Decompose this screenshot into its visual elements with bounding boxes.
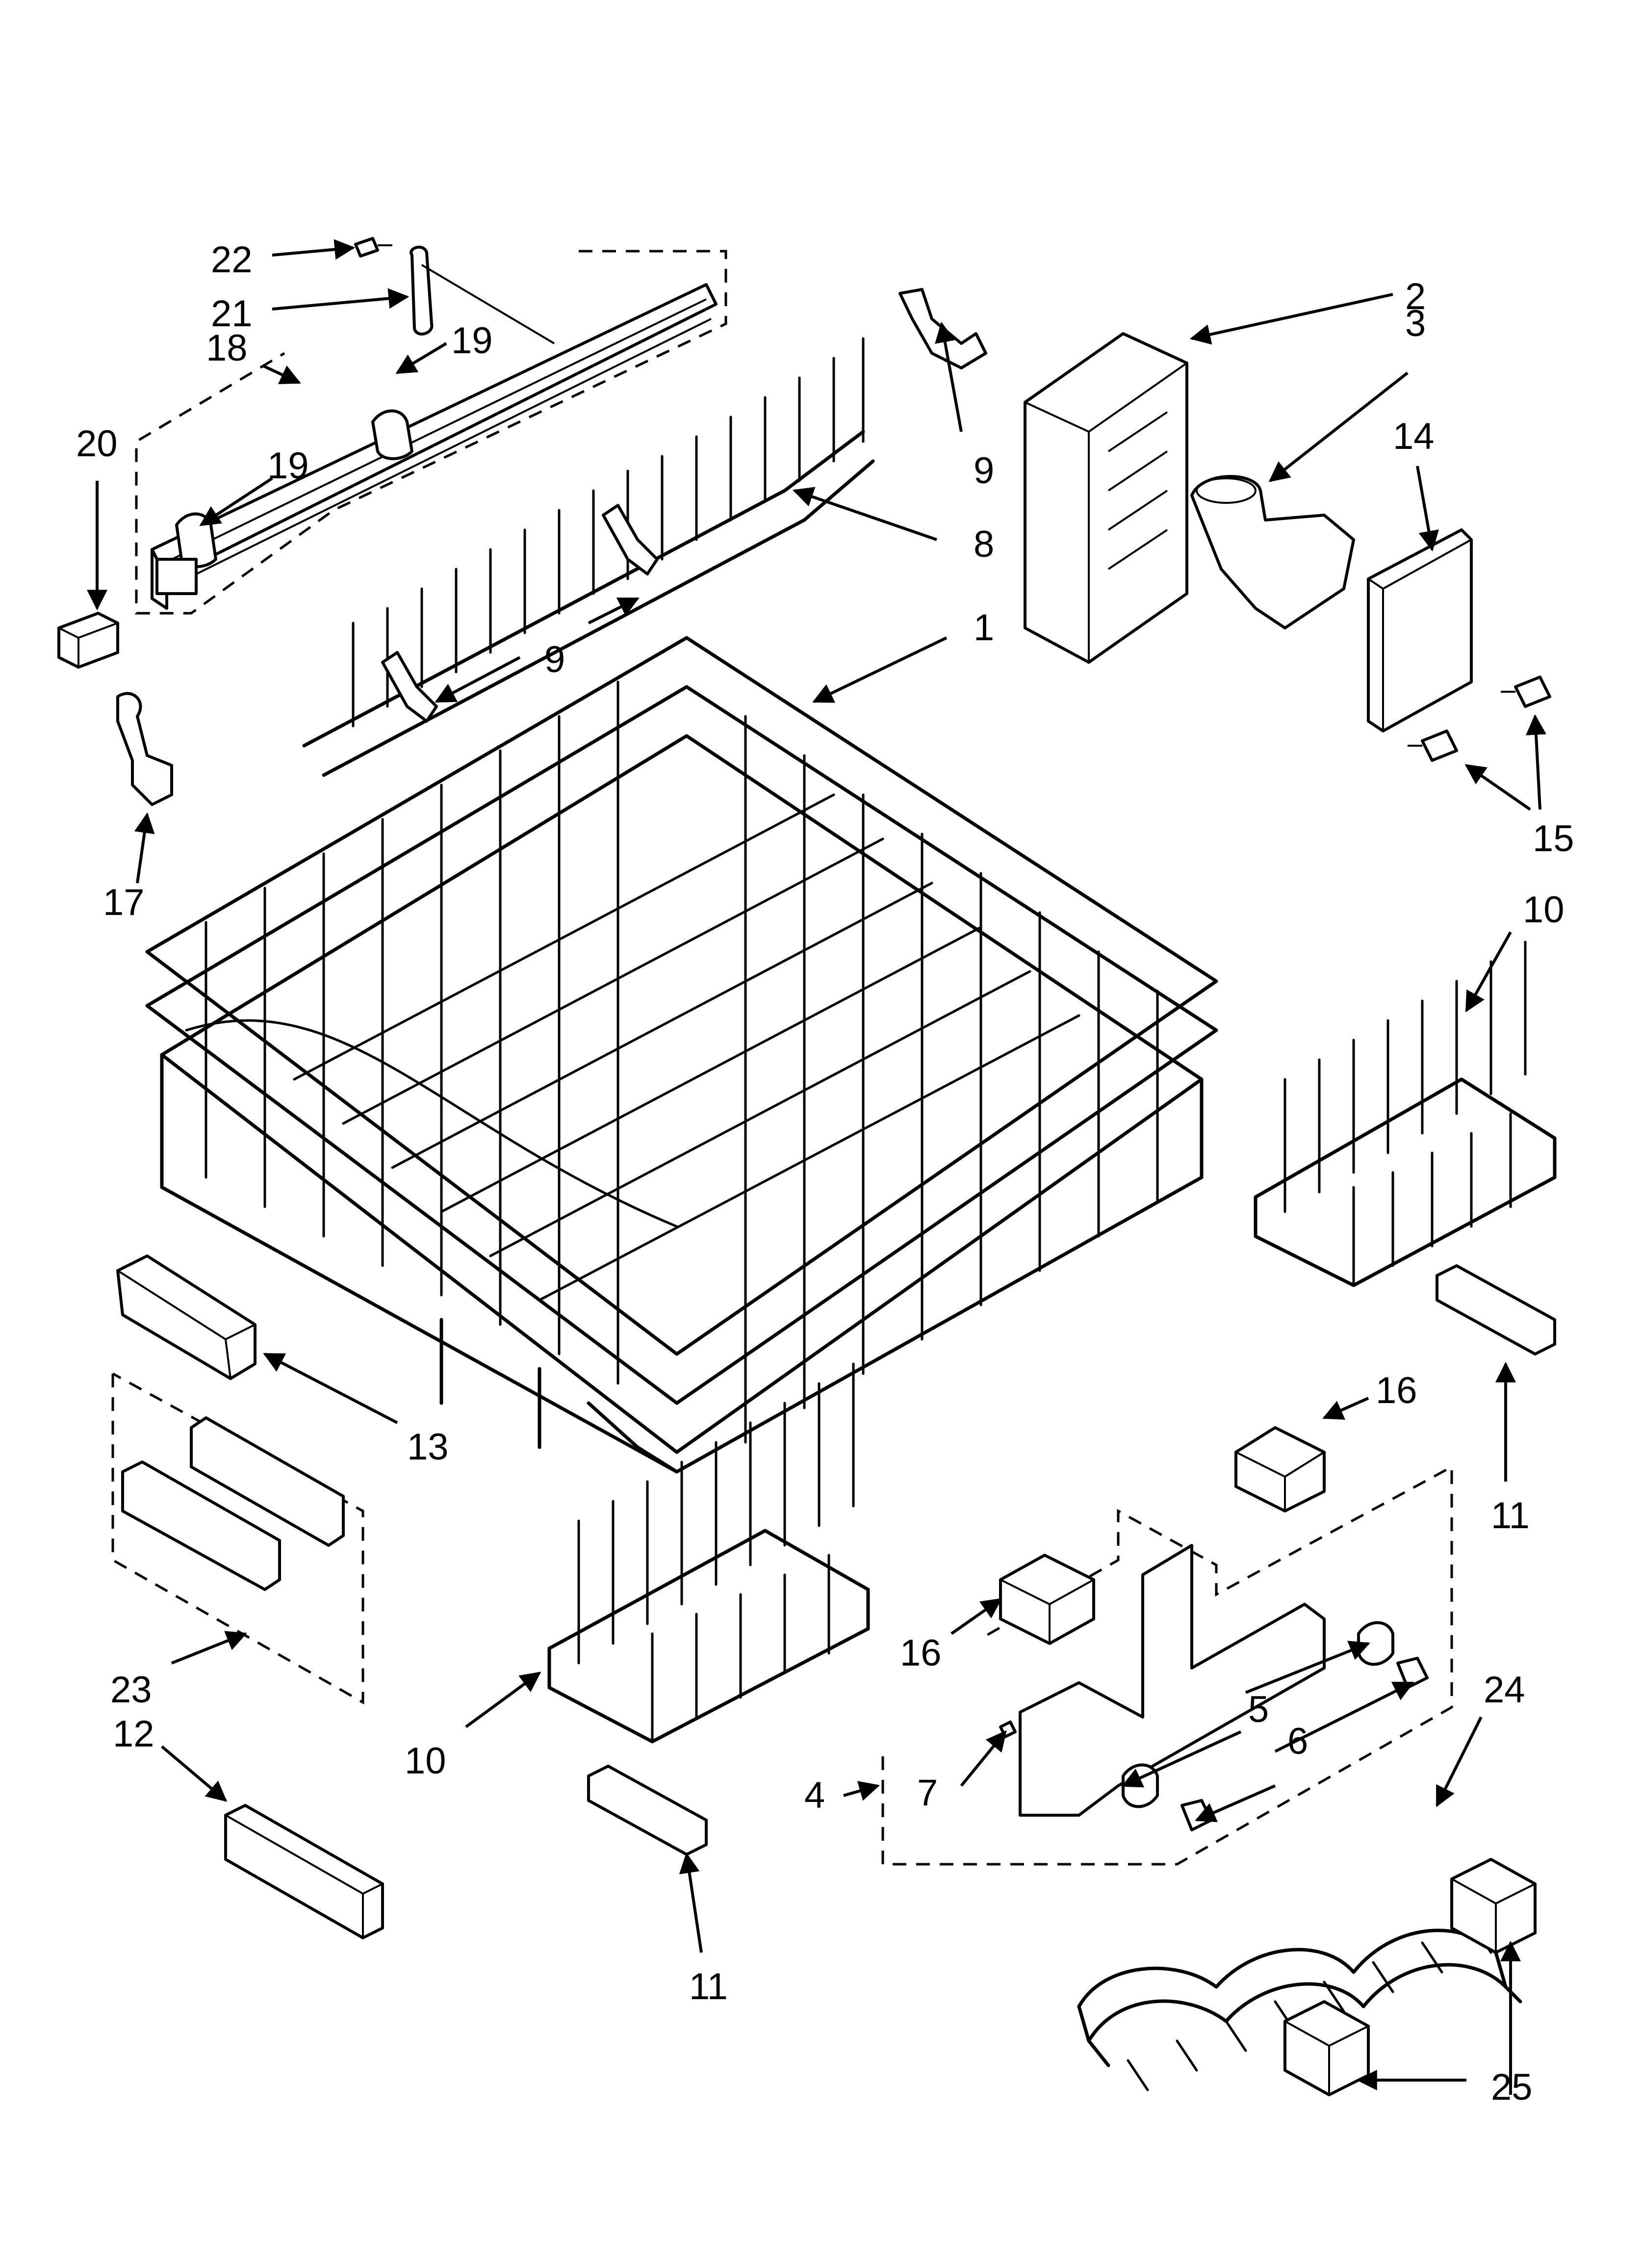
clip-12: [224, 1804, 384, 1939]
callout-4: 4: [804, 1774, 825, 1816]
callout-labels: 22 21 18 19 19 20 9 8 9 1 2 3 14 15 17 1…: [76, 239, 1574, 2108]
tine-assembly-24: [1077, 1922, 1522, 2091]
callout-9-middle: 9: [544, 639, 565, 680]
tine-row-10-left: [547, 1362, 870, 1744]
adjuster-3: [1190, 475, 1355, 629]
callout-15: 15: [1533, 818, 1574, 860]
screw-15-a: [1501, 676, 1551, 708]
callout-9-top: 9: [974, 450, 994, 492]
callout-2: 2: [1405, 276, 1426, 317]
callout-19-top: 19: [451, 320, 493, 362]
leader-lines: [87, 239, 1546, 2095]
callout-5: 5: [1248, 1689, 1269, 1730]
clip-16-top: [1234, 1426, 1326, 1512]
tray-assembly-4: [881, 1464, 1453, 1866]
callout-16-bottom: 16: [900, 1632, 942, 1674]
clip-25-bottom: [1283, 2000, 1370, 2096]
callout-11-left: 11: [689, 1966, 728, 2007]
tine-row-10-right: [1254, 940, 1557, 1287]
handle-assembly-23: [111, 1372, 364, 1705]
callout-6: 6: [1287, 1721, 1308, 1762]
callout-12: 12: [113, 1713, 154, 1755]
bracket-21: [410, 245, 555, 344]
rail-assembly-group: [135, 250, 727, 615]
callout-1: 1: [974, 607, 994, 649]
callout-17: 17: [103, 882, 145, 923]
callout-19-left: 19: [267, 445, 309, 487]
bracket-2: [1024, 332, 1188, 664]
callout-23: 23: [110, 1669, 152, 1711]
screw-15-b: [1408, 730, 1458, 762]
screw-22: [354, 237, 392, 258]
clip-17: [116, 692, 173, 806]
clip-16-bottom: [999, 1554, 1095, 1645]
callout-16-top: 16: [1376, 1370, 1417, 1411]
end-cap-20: [57, 612, 119, 669]
callout-10-right: 10: [1523, 889, 1565, 931]
cover-14: [1367, 528, 1473, 732]
callout-24: 24: [1484, 1669, 1525, 1711]
callout-7: 7: [917, 1772, 938, 1814]
callout-22: 22: [211, 239, 253, 281]
callout-8: 8: [974, 523, 994, 565]
clip-13: [116, 1254, 257, 1380]
callout-10-left: 10: [405, 1740, 446, 1782]
callout-18: 18: [206, 327, 248, 369]
callout-20: 20: [76, 423, 118, 465]
clip-11-left: [587, 1765, 708, 1856]
clip-25-top: [1450, 1858, 1537, 1954]
callout-14: 14: [1393, 416, 1435, 457]
callout-21: 21: [211, 293, 253, 335]
callout-3: 3: [1405, 303, 1426, 344]
callout-11-right: 11: [1491, 1495, 1530, 1537]
clip-11-right: [1436, 1264, 1556, 1356]
tine-row-8: [302, 337, 875, 777]
callout-13: 13: [407, 1426, 449, 1468]
callout-25: 25: [1491, 2066, 1533, 2108]
upper-rack-1: [145, 636, 1218, 1474]
